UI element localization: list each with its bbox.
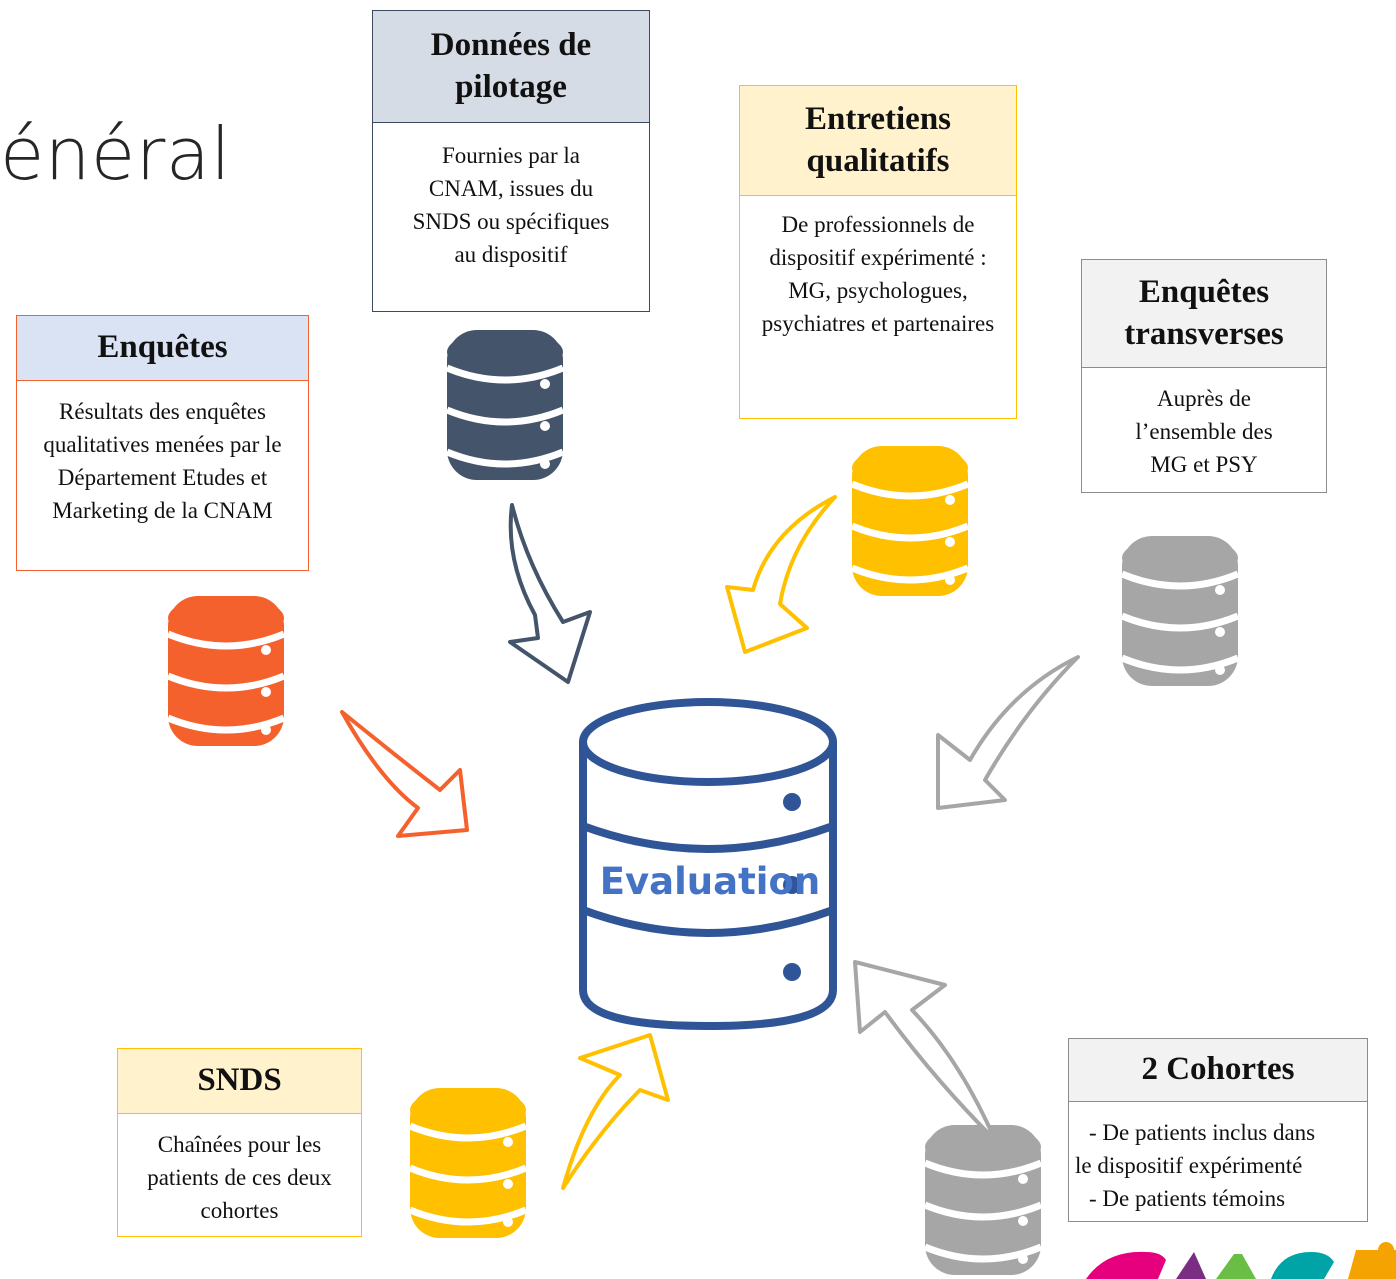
- box-entretiens-title: Entretiens qualitatifs: [740, 86, 1016, 196]
- arrow-icon-pilotage: [508, 503, 592, 684]
- box-donnees-pilotage-title: Données de pilotage: [373, 11, 649, 123]
- box-enquetes-text: Résultats des enquêtes qualitatives mené…: [43, 399, 282, 523]
- evaluation-dot-2: [783, 876, 801, 894]
- box-entretiens-text: De professionnels de dispositif expérime…: [761, 212, 995, 336]
- slide-title: énéral: [0, 112, 231, 196]
- box-entretiens-qualitatifs: Entretiens qualitatifs De professionnels…: [739, 85, 1017, 419]
- box-snds: SNDS Chaînées pour les patients de ces d…: [117, 1048, 362, 1237]
- box-cohortes-text: - De patients inclus dans le dispositif …: [1069, 1102, 1367, 1215]
- box-donnees-pilotage: Données de pilotage Fournies par la CNAM…: [372, 10, 650, 312]
- arrow-icon-snds: [561, 1033, 670, 1190]
- box-transverses-title: Enquêtes transverses: [1082, 260, 1326, 368]
- box-cohortes: 2 Cohortes - De patients inclus dans le …: [1068, 1038, 1368, 1222]
- box-snds-text: Chaînées pour les patients de ces deux c…: [147, 1132, 332, 1223]
- database-icon-enquetes: [166, 596, 286, 746]
- box-enquetes-transverses: Enquêtes transverses Auprès de l’ensembl…: [1081, 259, 1327, 493]
- evaluation-dot-1: [783, 793, 801, 811]
- box-enquetes-title: Enquêtes: [17, 316, 308, 381]
- box-donnees-pilotage-text: Fournies par la CNAM, issues du SNDS ou …: [412, 143, 610, 267]
- database-icon-cohortes: [923, 1125, 1043, 1275]
- database-icon-entretiens: [850, 446, 970, 596]
- box-enquetes: Enquêtes Résultats des enquêtes qualitat…: [16, 315, 309, 571]
- database-icon-pilotage: [445, 330, 565, 480]
- box-cohortes-title: 2 Cohortes: [1069, 1039, 1367, 1102]
- database-icon-evaluation: [579, 698, 837, 1031]
- arrow-icon-transverses: [936, 655, 1080, 810]
- database-icon-transverses: [1120, 536, 1240, 686]
- box-snds-title: SNDS: [118, 1049, 361, 1114]
- arrow-icon-enquetes: [340, 710, 469, 838]
- box-transverses-text: Auprès de l’ensemble des MG et PSY: [1135, 386, 1273, 477]
- cohortes-line-3: - De patients témoins: [1089, 1186, 1286, 1211]
- logo-icon: [1086, 1242, 1396, 1279]
- arrow-icon-cohortes: [853, 960, 997, 1142]
- cohortes-line-1: - De patients inclus dans: [1089, 1120, 1316, 1145]
- database-icon-snds: [408, 1088, 528, 1238]
- arrow-icon-entretiens: [725, 495, 837, 654]
- cohortes-line-2: le dispositif expérimenté: [1075, 1153, 1303, 1178]
- evaluation-label: Evaluation: [599, 860, 821, 903]
- evaluation-dot-3: [783, 963, 801, 981]
